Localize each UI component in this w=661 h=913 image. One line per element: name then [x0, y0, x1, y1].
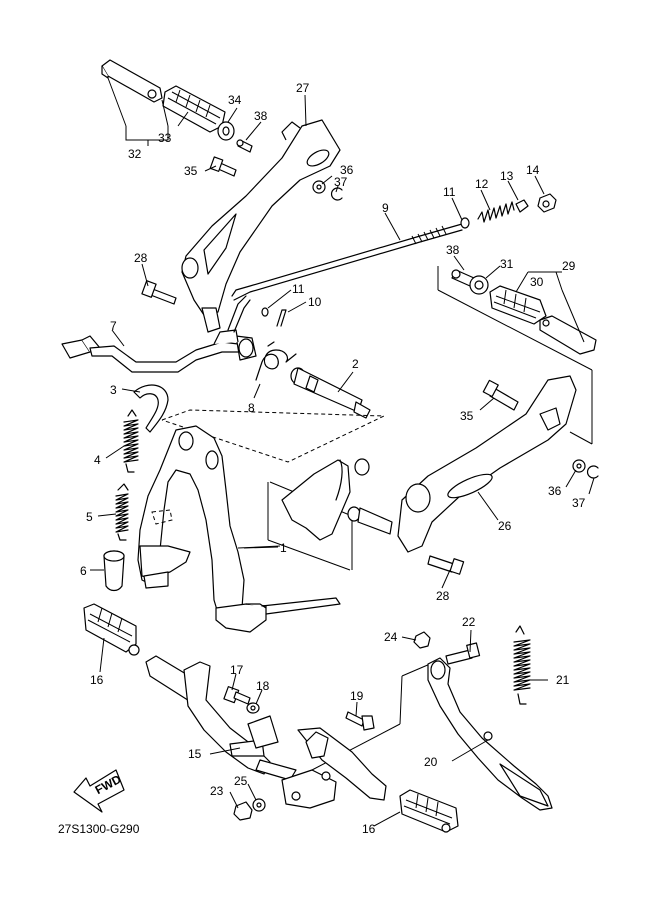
callout-1: 1 [280, 541, 287, 555]
callout-6: 6 [80, 564, 87, 578]
callout-28-top: 28 [134, 251, 148, 265]
part-clip-37-right [587, 465, 599, 479]
part-cotter-pin-10 [276, 309, 287, 327]
callout-17: 17 [230, 663, 244, 677]
part-pivot-shaft-2 [290, 367, 371, 419]
leader-lines [90, 77, 595, 827]
callout-26: 26 [498, 519, 512, 533]
callout-28-lower: 28 [436, 589, 450, 603]
callout-37-right: 37 [572, 496, 586, 510]
callout-22: 22 [462, 615, 476, 629]
callout-20: 20 [424, 755, 438, 769]
part-spring-21 [513, 625, 531, 705]
callout-37-top: 37 [334, 175, 348, 189]
callout-3: 3 [110, 383, 117, 397]
part-spring-8 [255, 341, 297, 381]
part-bolt-28-lower [427, 555, 465, 575]
callout-12: 12 [475, 177, 489, 191]
callout-36-top: 36 [340, 163, 354, 177]
part-nut-13 [515, 199, 529, 213]
part-footrest-group-29 [437, 266, 593, 445]
callout-34: 34 [228, 93, 242, 107]
callout-10: 10 [308, 295, 322, 309]
fwd-arrow-icon: FWD [73, 769, 125, 813]
callout-16-left: 16 [90, 673, 104, 687]
callout-24: 24 [384, 630, 398, 644]
callout-13: 13 [500, 169, 514, 183]
part-spring-5 [115, 483, 129, 541]
part-rear-footrest-rubber [162, 85, 226, 133]
part-rear-footrest-bar [101, 59, 163, 103]
part-nut-11-top [460, 217, 470, 229]
callout-numbers: 1 2 3 4 5 6 7 8 9 10 11 11 12 13 14 15 1… [80, 81, 586, 836]
callout-5: 5 [86, 510, 93, 524]
part-brake-pedal-7 [61, 295, 257, 373]
callout-30: 30 [530, 275, 544, 289]
part-bolt-17 [223, 686, 251, 705]
part-bolt-28-top [141, 280, 177, 305]
part-bracket-26 [397, 375, 577, 553]
callout-38-right: 38 [446, 243, 460, 257]
part-washer-31 [469, 275, 489, 295]
callout-36-right: 36 [548, 484, 562, 498]
part-main-stand-1 [137, 409, 385, 633]
part-pin-38-top [236, 139, 253, 153]
part-washer-18 [246, 702, 260, 714]
part-footrest-rubber-30 [489, 285, 547, 325]
callout-35-top: 35 [184, 164, 198, 178]
callout-8: 8 [248, 401, 255, 415]
part-footrest-16-right [399, 789, 459, 833]
part-nut-14 [537, 193, 557, 213]
callout-31: 31 [500, 257, 514, 271]
part-washer-34 [217, 121, 235, 141]
part-brake-rod-9 [231, 223, 463, 301]
callout-33: 33 [158, 131, 172, 145]
part-collar-6 [103, 550, 125, 592]
part-footrest-bar-29 [539, 315, 597, 355]
drawing-code: 27S1300-G290 [58, 822, 140, 836]
part-spring-12 [477, 201, 515, 223]
part-bolt-22 [445, 642, 481, 665]
part-spring-4 [123, 409, 139, 473]
callout-18: 18 [256, 679, 270, 693]
part-footrest-16-left [83, 603, 140, 656]
part-washer-25 [252, 798, 266, 812]
callout-11-mid: 11 [292, 282, 305, 296]
callout-4: 4 [94, 453, 101, 467]
part-bolt-19 [345, 711, 375, 731]
inset-pivot-assembly [267, 458, 393, 571]
part-nut-24 [413, 631, 431, 649]
part-washer-11-mid [261, 307, 269, 317]
callout-32: 32 [128, 147, 142, 161]
callout-27: 27 [296, 81, 310, 95]
callout-19: 19 [350, 689, 364, 703]
callout-15: 15 [188, 747, 202, 761]
part-bracket-27 [181, 119, 341, 333]
callout-35-right: 35 [460, 409, 474, 423]
part-spring-hook-3 [133, 384, 169, 433]
callout-23: 23 [210, 784, 224, 798]
callout-16-right: 16 [362, 822, 376, 836]
callout-7: 7 [110, 319, 117, 333]
part-bolt-35-right [482, 379, 519, 411]
callout-14: 14 [526, 163, 540, 177]
part-nut-23 [233, 801, 253, 821]
callout-38-top: 38 [254, 109, 268, 123]
part-clip-37-top [331, 187, 343, 201]
part-washer-36-right [572, 459, 586, 473]
callout-2: 2 [352, 357, 359, 371]
callout-21: 21 [556, 673, 570, 687]
part-footrest-bracket-15 [145, 655, 387, 809]
callout-9: 9 [382, 201, 389, 215]
callout-11-top: 11 [443, 185, 456, 199]
callout-29: 29 [562, 259, 576, 273]
part-bolt-35-top [209, 156, 237, 177]
callout-25: 25 [234, 774, 248, 788]
